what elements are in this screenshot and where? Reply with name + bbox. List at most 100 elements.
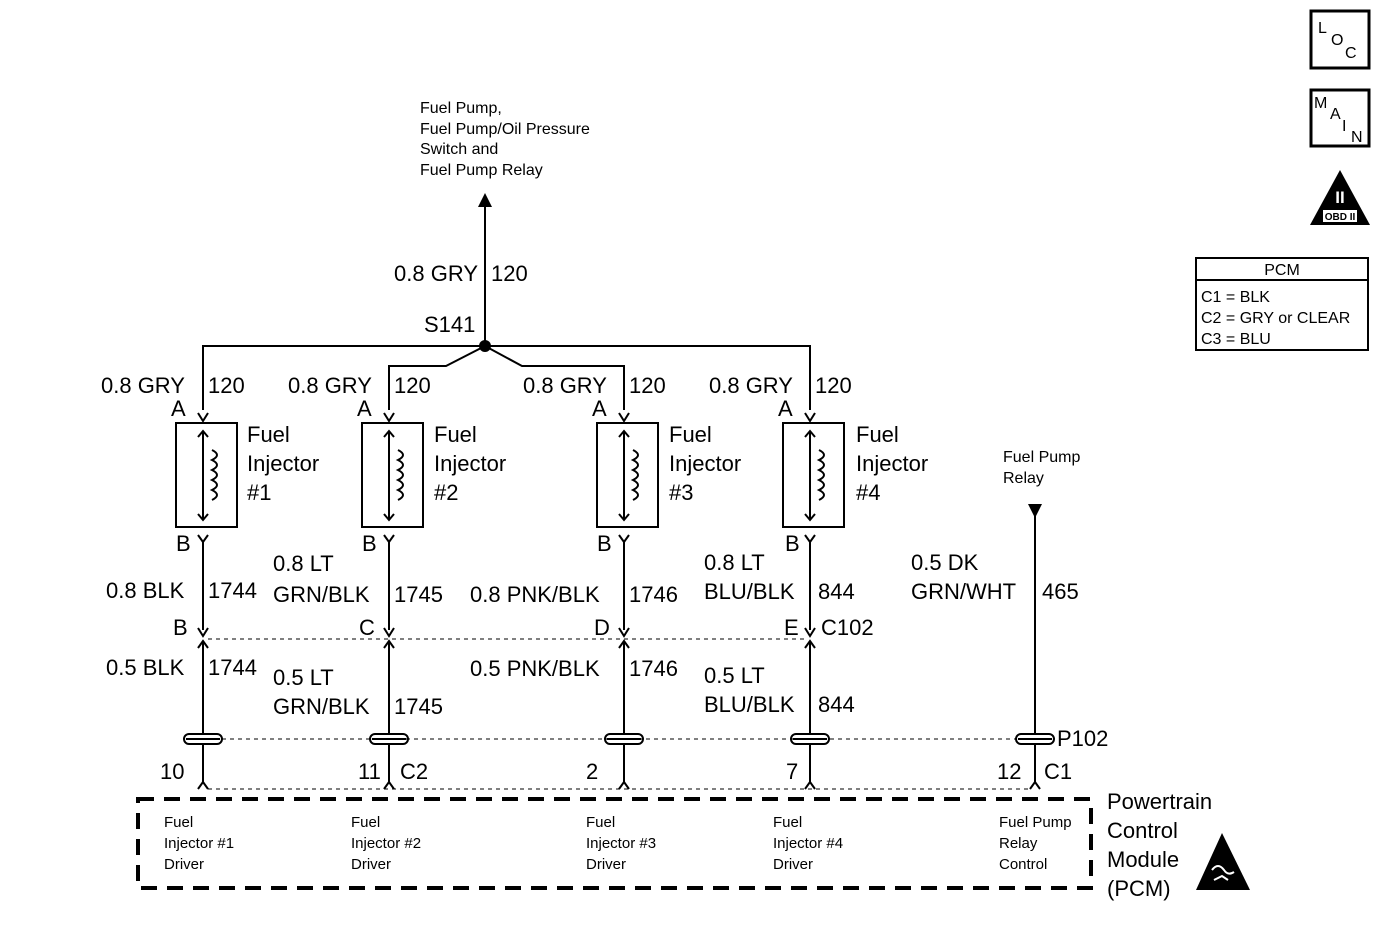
splice-branches <box>202 345 811 410</box>
legend-row-2: C2 = GRY or CLEAR <box>1201 310 1350 327</box>
drv1-line3: Driver <box>164 856 204 873</box>
inj4-pin-b-terminal <box>804 534 816 544</box>
inj3-name-line2: Injector <box>669 451 741 476</box>
inj1-name-line3: #1 <box>247 480 271 505</box>
inj1-name-line1: Fuel <box>247 422 290 447</box>
pcm-module-box <box>136 797 1093 890</box>
relay-wire-color-1: 0.5 DK <box>911 550 979 575</box>
inj4-low-wire-circuit: 844 <box>818 692 855 717</box>
drv4-line2: Injector #4 <box>773 835 843 852</box>
inj3-c102-pin: D <box>594 615 610 640</box>
feed-destination-label: Fuel Pump, Fuel Pump/Oil Pressure Switch… <box>420 100 590 179</box>
inj2-coil-box <box>361 422 424 528</box>
inj2-c102-terminal-upper <box>383 627 395 638</box>
inj2-mid-wire-circuit: 1745 <box>394 582 443 607</box>
inj4-low-wire-color-2: BLU/BLK <box>704 692 795 717</box>
inj3-pcm-terminal <box>618 780 630 790</box>
inj2-pcm-terminal <box>383 780 395 790</box>
relay-label-line1: Fuel Pump <box>1003 449 1080 466</box>
relay-label-line2: Relay <box>1003 470 1044 487</box>
loc-icon-c: C <box>1345 45 1357 62</box>
injector-4: 0.8 GRY 120 A Fuel Injector #4 B 0.8 LT … <box>704 373 928 790</box>
inj4-c102-pin: E <box>784 615 799 640</box>
injector-3: 0.8 GRY 120 A Fuel Injector #3 B 0.8 PNK… <box>470 373 741 790</box>
feed-wire-circuit: 120 <box>491 261 528 286</box>
drv2-line2: Injector #2 <box>351 835 421 852</box>
feed-arrow-icon <box>478 193 492 207</box>
inj2-c102-pin: C <box>359 615 375 640</box>
pcm-label-line3: Module <box>1107 847 1179 872</box>
inj4-c102-terminal-lower <box>804 639 816 649</box>
c102-connector-label: C102 <box>821 615 874 640</box>
inj4-pin-b: B <box>785 531 800 556</box>
inj2-name-line2: Injector <box>434 451 506 476</box>
inj2-pin-b-terminal <box>383 534 395 544</box>
inj2-name-line3: #2 <box>434 480 458 505</box>
inj2-pcm-connector: C2 <box>400 759 428 784</box>
inj4-coil-box <box>782 422 845 528</box>
inj3-pcm-pin: 2 <box>586 759 598 784</box>
relay-wire-color-2: GRN/WHT <box>911 579 1016 604</box>
inj3-top-wire-circuit: 120 <box>629 373 666 398</box>
legend-title: PCM <box>1264 262 1300 279</box>
inj1-coil-box <box>175 422 238 528</box>
inj2-low-wire-color-2: GRN/BLK <box>273 694 370 719</box>
relay-arrow-icon <box>1028 504 1042 518</box>
inj4-coil-icon <box>804 429 825 522</box>
inj1-coil-icon <box>197 429 218 522</box>
inj4-pin-a-terminal <box>804 412 816 423</box>
inj1-pin-a-terminal <box>197 412 209 423</box>
inj1-top-wire-color: 0.8 GRY <box>101 373 185 398</box>
drv1-line2: Injector #1 <box>164 835 234 852</box>
inj4-mid-wire-color-1: 0.8 LT <box>704 550 765 575</box>
inj4-top-wire-circuit: 120 <box>815 373 852 398</box>
inj2-c102-terminal-lower <box>383 639 395 649</box>
inj3-name-line3: #3 <box>669 480 693 505</box>
inj4-name-line3: #4 <box>856 480 880 505</box>
inj2-low-wire-circuit: 1745 <box>394 694 443 719</box>
inj2-mid-wire-color-1: 0.8 LT <box>273 551 334 576</box>
main-icon-m: M <box>1314 95 1327 112</box>
inj1-pcm-pin: 10 <box>160 759 184 784</box>
inj4-c102-terminal-upper <box>804 627 816 638</box>
relay-drv-line1: Fuel Pump <box>999 814 1072 831</box>
inj3-mid-wire-circuit: 1746 <box>629 582 678 607</box>
inj1-mid-wire-color: 0.8 BLK <box>106 578 185 603</box>
relay-circuit: Fuel Pump Relay 0.5 DK GRN/WHT 465 P102 … <box>911 449 1108 790</box>
main-icon: M A I N <box>1309 88 1371 148</box>
inj3-low-wire-color: 0.5 PNK/BLK <box>470 656 600 681</box>
inj3-mid-wire-color: 0.8 PNK/BLK <box>470 582 600 607</box>
inj2-top-wire-color: 0.8 GRY <box>288 373 372 398</box>
pcm-drivers: Fuel Injector #1 Driver Fuel Injector #2… <box>164 814 1072 873</box>
feed-dest-line-4: Fuel Pump Relay <box>420 162 543 179</box>
inj4-pcm-terminal <box>804 780 816 790</box>
inj3-pin-b-terminal <box>618 534 630 544</box>
relay-drv-line3: Control <box>999 856 1047 873</box>
relay-pcm-pin: 12 <box>997 759 1021 784</box>
loc-icon: L O C <box>1309 9 1371 70</box>
inj4-name-line2: Injector <box>856 451 928 476</box>
inj1-low-wire-circuit: 1744 <box>208 655 257 680</box>
feed-wire-color: 0.8 GRY <box>394 261 478 286</box>
inj1-pin-a: A <box>171 396 186 421</box>
drv3-line2: Injector #3 <box>586 835 656 852</box>
inj1-pcm-terminal <box>197 780 209 790</box>
inj3-c102-terminal-lower <box>618 639 630 649</box>
inj2-pin-b: B <box>362 531 377 556</box>
drv4-line1: Fuel <box>773 814 802 831</box>
relay-pcm-connector: C1 <box>1044 759 1072 784</box>
drv2-line1: Fuel <box>351 814 380 831</box>
inj2-pin-a-terminal <box>383 412 395 423</box>
inj4-mid-wire-color-2: BLU/BLK <box>704 579 795 604</box>
relay-pcm-terminal <box>1029 780 1041 790</box>
inj1-mid-wire-circuit: 1744 <box>208 578 257 603</box>
feed-dest-line-3: Switch and <box>420 141 498 158</box>
p102-connector-label: P102 <box>1057 726 1108 751</box>
inj2-pcm-pin: 11 <box>358 759 381 784</box>
relay-drv-line2: Relay <box>999 835 1038 852</box>
drv3-line1: Fuel <box>586 814 615 831</box>
inj2-low-wire-color-1: 0.5 LT <box>273 665 334 690</box>
main-icon-i: I <box>1342 118 1346 135</box>
loc-icon-l: L <box>1318 20 1327 37</box>
drv2-line3: Driver <box>351 856 391 873</box>
